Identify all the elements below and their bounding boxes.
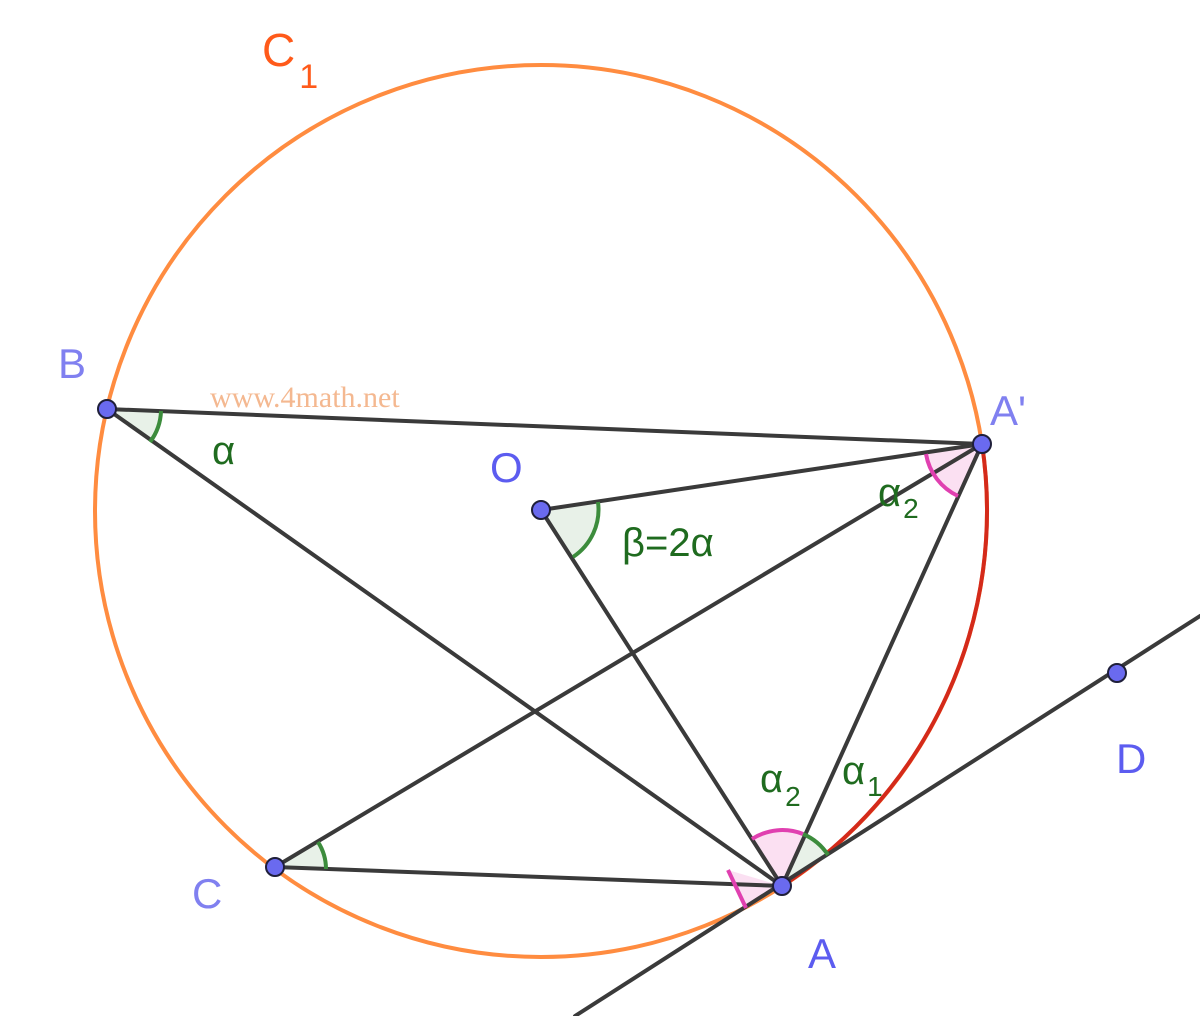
- point-label-o: O: [490, 444, 523, 491]
- point-label-c: C: [192, 870, 222, 917]
- angle-alpha1-at-a-fill: [782, 834, 828, 886]
- angle-alpha2-at-a-prime-arc: [924, 453, 959, 498]
- segment-c-aprime: [273, 442, 984, 869]
- angle-at-a-top-fill: [752, 830, 803, 886]
- angle-alpha-at-b-arc: [148, 410, 163, 444]
- angle-at-c-arc: [316, 840, 328, 870]
- segment-o-aprime: [539, 442, 984, 512]
- angle-at-c-fill: [275, 842, 326, 869]
- angle-beta-at-o-arc: [571, 501, 601, 559]
- point-b: [97, 399, 117, 419]
- point-o: [531, 500, 551, 520]
- angle-beta-at-o-fill: [541, 502, 599, 557]
- point-c: [265, 857, 285, 877]
- point-label-d: D: [1116, 735, 1146, 782]
- segment-b-a: [105, 407, 784, 888]
- watermark: www.4math.net: [210, 381, 400, 414]
- angle-label-alpha2-a-prime: α2: [878, 471, 919, 524]
- segment-aprime-a: [780, 442, 984, 888]
- point-label-a-prime: A': [990, 387, 1026, 434]
- point-label-a: A: [808, 930, 836, 977]
- point-a: [772, 876, 792, 896]
- segment-o-a: [539, 508, 784, 888]
- angle-alpha2-at-a-prime-fill: [926, 444, 982, 496]
- tangent-line-at-a: [573, 614, 1200, 1016]
- angle-label-alpha2-a: α2: [760, 757, 801, 812]
- angle-label-alpha-b: α: [212, 429, 235, 473]
- angle-alpha1-at-a-arc: [802, 832, 830, 857]
- circle-label: C1: [262, 24, 318, 96]
- point-label-b: B: [58, 340, 86, 387]
- point-d: [1107, 663, 1127, 683]
- angle-at-a-top-arc: [750, 828, 804, 841]
- arc-aprime-a: [780, 443, 990, 888]
- segment-c-a: [273, 865, 784, 888]
- angle-alpha2-at-a-marker: [726, 869, 748, 909]
- segment-b-aprime: [105, 407, 984, 446]
- angle-label-beta-o: β=2α: [622, 521, 714, 565]
- point-a-prime: [972, 434, 992, 454]
- angle-label-alpha1-a: α1: [842, 749, 883, 802]
